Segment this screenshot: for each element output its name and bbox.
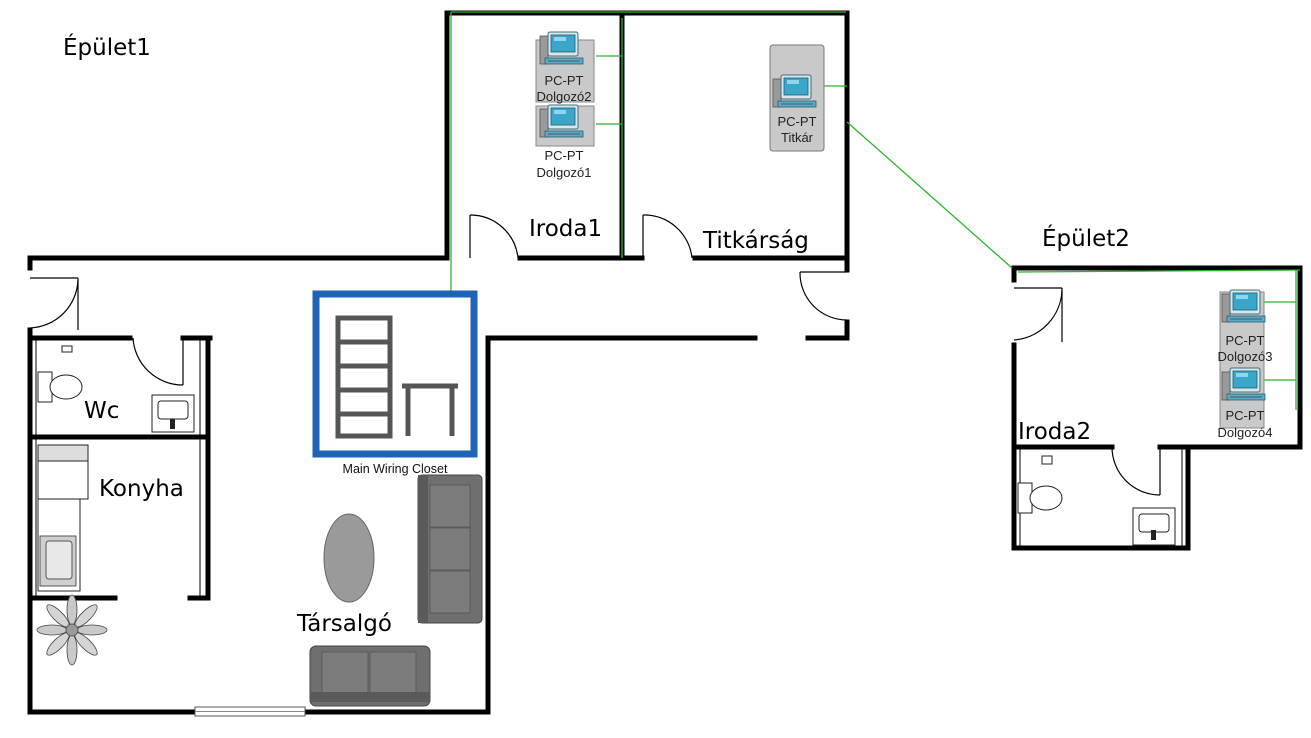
pc-name-label: Titkár [781, 130, 814, 145]
sofa-bottom [309, 645, 431, 707]
plant-icon [36, 594, 108, 666]
sink-iroda2 [1132, 507, 1176, 546]
pc-icon [1221, 367, 1266, 401]
room-label-iroda1: Iroda1 [529, 216, 602, 242]
pc-icon [539, 31, 584, 65]
pc-name-label: Dolgozó3 [1218, 349, 1273, 364]
pc-dolgozo2[interactable]: PC-PT Dolgozó2 [535, 31, 595, 104]
pc-name-label: Dolgozó1 [537, 165, 592, 180]
pc-icon [539, 104, 584, 138]
building1-label: Épület1 [63, 33, 151, 61]
window [194, 706, 306, 717]
building2-label: Épület2 [1042, 224, 1130, 252]
wc-sink [151, 394, 195, 433]
room-label-konyha: Konyha [99, 476, 184, 502]
pc-name-label: Dolgozó4 [1218, 425, 1273, 440]
network-cables [450, 11, 1301, 410]
doors-building1 [29, 214, 848, 386]
pc-type-label: PC-PT [1226, 333, 1265, 348]
kitchen-fridge [37, 444, 89, 500]
room-label-iroda2: Iroda2 [1018, 419, 1091, 445]
room-label-titkarsag: Titkárság [702, 228, 809, 254]
pc-dolgozo4[interactable]: PC-PT Dolgozó4 [1218, 367, 1273, 440]
room-label-tarsalgo: Társalgó [296, 611, 392, 637]
doors-building2 [1013, 287, 1161, 496]
pc-type-label: PC-PT [778, 114, 817, 129]
closet-label: Main Wiring Closet [343, 462, 448, 476]
pc-titkar[interactable]: PC-PT Titkár [769, 44, 825, 152]
pc-type-label: PC-PT [545, 73, 584, 88]
sofa-right [417, 474, 483, 624]
pc-icon [772, 74, 817, 108]
toilet [37, 345, 83, 403]
pc-icon [1221, 289, 1266, 323]
main-wiring-closet[interactable]: Main Wiring Closet [312, 290, 478, 476]
toilet-iroda2 [1017, 455, 1063, 514]
shelf-icon [335, 315, 458, 439]
pc-dolgozo3[interactable]: PC-PT Dolgozó3 [1218, 289, 1273, 429]
table [323, 513, 375, 603]
pc-type-label: PC-PT [1226, 408, 1265, 423]
pc-name-label: Dolgozó2 [537, 89, 592, 104]
kitchen-counter [37, 498, 81, 592]
room-label-wc: Wc [84, 398, 119, 424]
pc-dolgozo1[interactable]: PC-PT Dolgozó1 [535, 104, 595, 180]
pc-type-label: PC-PT [545, 148, 584, 163]
building1-walls [27, 10, 850, 715]
building2-walls [1011, 265, 1303, 551]
